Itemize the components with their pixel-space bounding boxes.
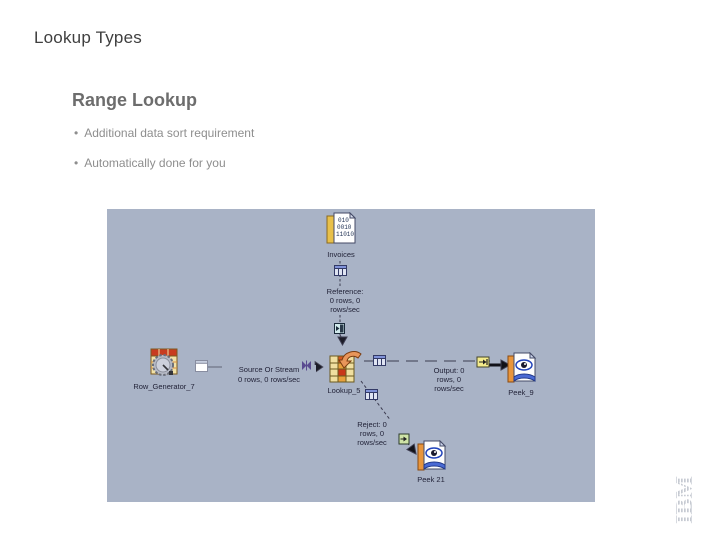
row-generator-icon (147, 347, 180, 380)
bullet-text: Additional data sort requirement (84, 126, 255, 140)
bullet-item: • Additional data sort requirement (74, 126, 254, 140)
sequential-file-icon: 010 0010 11010 (326, 211, 357, 246)
bullet-marker: • (74, 126, 79, 140)
ibm-logo: IBM (666, 466, 702, 534)
output-link-line (364, 359, 512, 371)
peek-stage-icon (505, 351, 538, 385)
bullet-text: Automatically done for you (84, 156, 226, 170)
peek-stage-icon (415, 439, 448, 473)
link-label-line: rows/sec (434, 384, 464, 393)
bullet-marker: • (74, 156, 79, 170)
link-label-line: rows, 0 (436, 375, 462, 384)
bowtie-marker-icon (301, 360, 312, 371)
link-label-line: rows, 0 (359, 429, 385, 438)
stage-label-row-generator: Row_Generator_7 (133, 382, 195, 391)
link-label-line: Reference: (326, 287, 364, 296)
link-label-stream: Source Or Stream 0 rows, 0 rows/sec (222, 365, 316, 385)
section-heading: Range Lookup (72, 90, 197, 110)
buffer-marker-icon (476, 356, 490, 368)
link-label-line: 0 rows, 0 (329, 296, 361, 305)
svg-text:11010: 11010 (336, 231, 354, 238)
link-label-reject: Reject: 0 rows, 0 rows/sec (343, 420, 401, 447)
stage-label-invoices: Invoices (327, 250, 355, 259)
arrowhead-icon (500, 359, 512, 371)
stage-label-peek-reject: Peek 21 (417, 475, 445, 484)
arrowhead-icon (406, 443, 417, 455)
lookup-stage-icon (328, 347, 364, 383)
link-label-line: rows/sec (330, 305, 360, 314)
table-marker-icon (373, 355, 386, 366)
link-label-line: Output: 0 (433, 366, 465, 375)
stage-label-lookup: Lookup_5 (327, 386, 361, 395)
link-label-line: rows/sec (357, 438, 387, 447)
link-label-reference: Reference: 0 rows, 0 rows/sec (313, 287, 377, 314)
link-box-marker-icon (195, 360, 208, 372)
link-label-output: Output: 0 rows, 0 rows/sec (420, 366, 478, 393)
ibm-logo-text: IBM (672, 476, 698, 524)
stage-label-peek-output: Peek_9 (508, 388, 534, 397)
collector-marker-icon (334, 323, 345, 334)
link-label-line: Reject: 0 (357, 420, 387, 429)
arrowhead-icon (337, 336, 348, 347)
svg-text:0010: 0010 (337, 224, 352, 231)
link-label-line: 0 rows, 0 rows/sec (237, 375, 301, 384)
arrowhead-icon (314, 360, 324, 374)
table-marker-icon (334, 265, 347, 276)
reject-link-line (360, 380, 417, 455)
table-marker-icon (365, 389, 378, 400)
bullet-item: • Automatically done for you (74, 156, 226, 170)
svg-text:010: 010 (338, 217, 349, 224)
page-title: Lookup Types (34, 28, 142, 47)
buffer-marker-icon (398, 433, 410, 445)
datastage-canvas-screenshot: Reference: 0 rows, 0 rows/sec Source Or … (107, 209, 595, 502)
link-label-line: Source Or Stream (238, 365, 300, 374)
